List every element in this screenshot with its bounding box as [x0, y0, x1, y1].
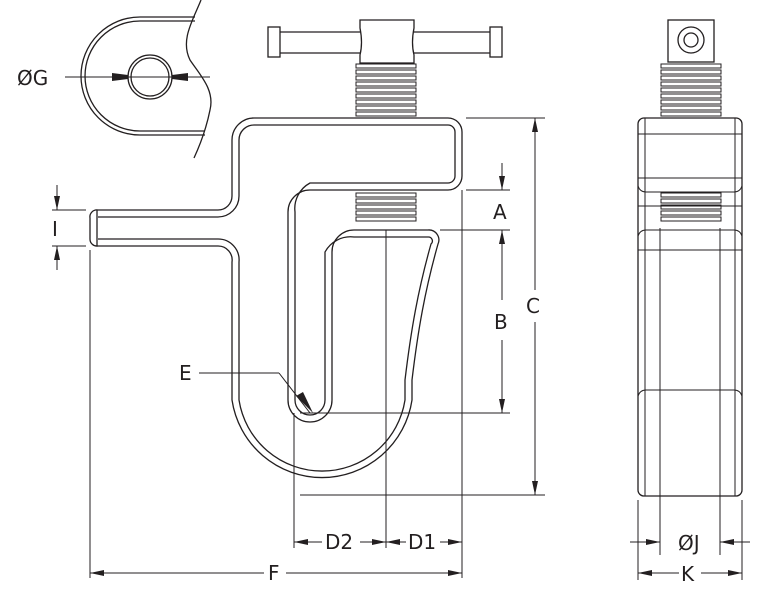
label-d2: D2: [325, 530, 353, 554]
lower-thread: [355, 192, 417, 222]
dimension-j: ØJ: [630, 531, 750, 555]
label-e: E: [179, 361, 192, 385]
label-f: F: [268, 561, 280, 585]
thread-ridge: [660, 75, 722, 81]
thread-ridge: [355, 75, 417, 81]
thread-ridge: [660, 93, 722, 99]
thread-ridge: [660, 204, 722, 210]
thread-ridge: [355, 69, 417, 75]
thread-ridge: [355, 81, 417, 87]
side-view: ØJ K: [630, 19, 750, 586]
thread-ridge: [355, 111, 417, 117]
label-c: C: [526, 294, 540, 318]
thread-ridge: [355, 93, 417, 99]
thread-ridge: [355, 204, 417, 210]
thread-ridge: [660, 105, 722, 111]
label-d1: D1: [408, 530, 436, 554]
eye-detail-view: ØG: [17, 0, 212, 159]
thread-ridge: [355, 216, 417, 222]
thread-ridge: [355, 99, 417, 105]
thread-ridge: [355, 63, 417, 69]
thread-ridge: [355, 198, 417, 204]
front-view: I A B C E: [52, 19, 545, 585]
side-upper-thread: [660, 63, 722, 117]
thread-ridge: [660, 216, 722, 222]
thread-ridge: [660, 99, 722, 105]
dimension-f: F: [90, 561, 462, 585]
dimension-i: I: [52, 185, 86, 270]
g-arrow-right: [172, 73, 188, 81]
socket-head: [667, 19, 715, 63]
dimension-e: E: [179, 361, 313, 414]
side-lower-thread: [660, 192, 722, 222]
thread-ridge: [660, 210, 722, 216]
thread-ridge: [660, 198, 722, 204]
break-line: [185, 0, 212, 159]
label-k: K: [681, 562, 695, 586]
label-g: ØG: [17, 66, 48, 90]
upper-thread: [355, 63, 417, 117]
dimension-abc: A B C: [300, 117, 545, 496]
thread-ridge: [660, 192, 722, 198]
label-i: I: [52, 217, 58, 241]
thread-ridge: [660, 63, 722, 69]
thread-ridge: [355, 192, 417, 198]
t-handle: [267, 19, 503, 64]
dimension-d: D2 D1: [294, 530, 462, 554]
thread-ridge: [355, 105, 417, 111]
label-j: ØJ: [678, 531, 700, 555]
dimension-k: K: [638, 562, 742, 586]
thread-ridge: [355, 210, 417, 216]
thread-ridge: [355, 87, 417, 93]
thread-ridge: [660, 81, 722, 87]
thread-ridge: [660, 111, 722, 117]
thread-ridge: [660, 87, 722, 93]
thread-ridge: [660, 69, 722, 75]
label-b: B: [494, 310, 508, 334]
clamp-body: [89, 117, 463, 479]
label-a: A: [493, 200, 507, 224]
g-arrow-left: [112, 73, 128, 81]
